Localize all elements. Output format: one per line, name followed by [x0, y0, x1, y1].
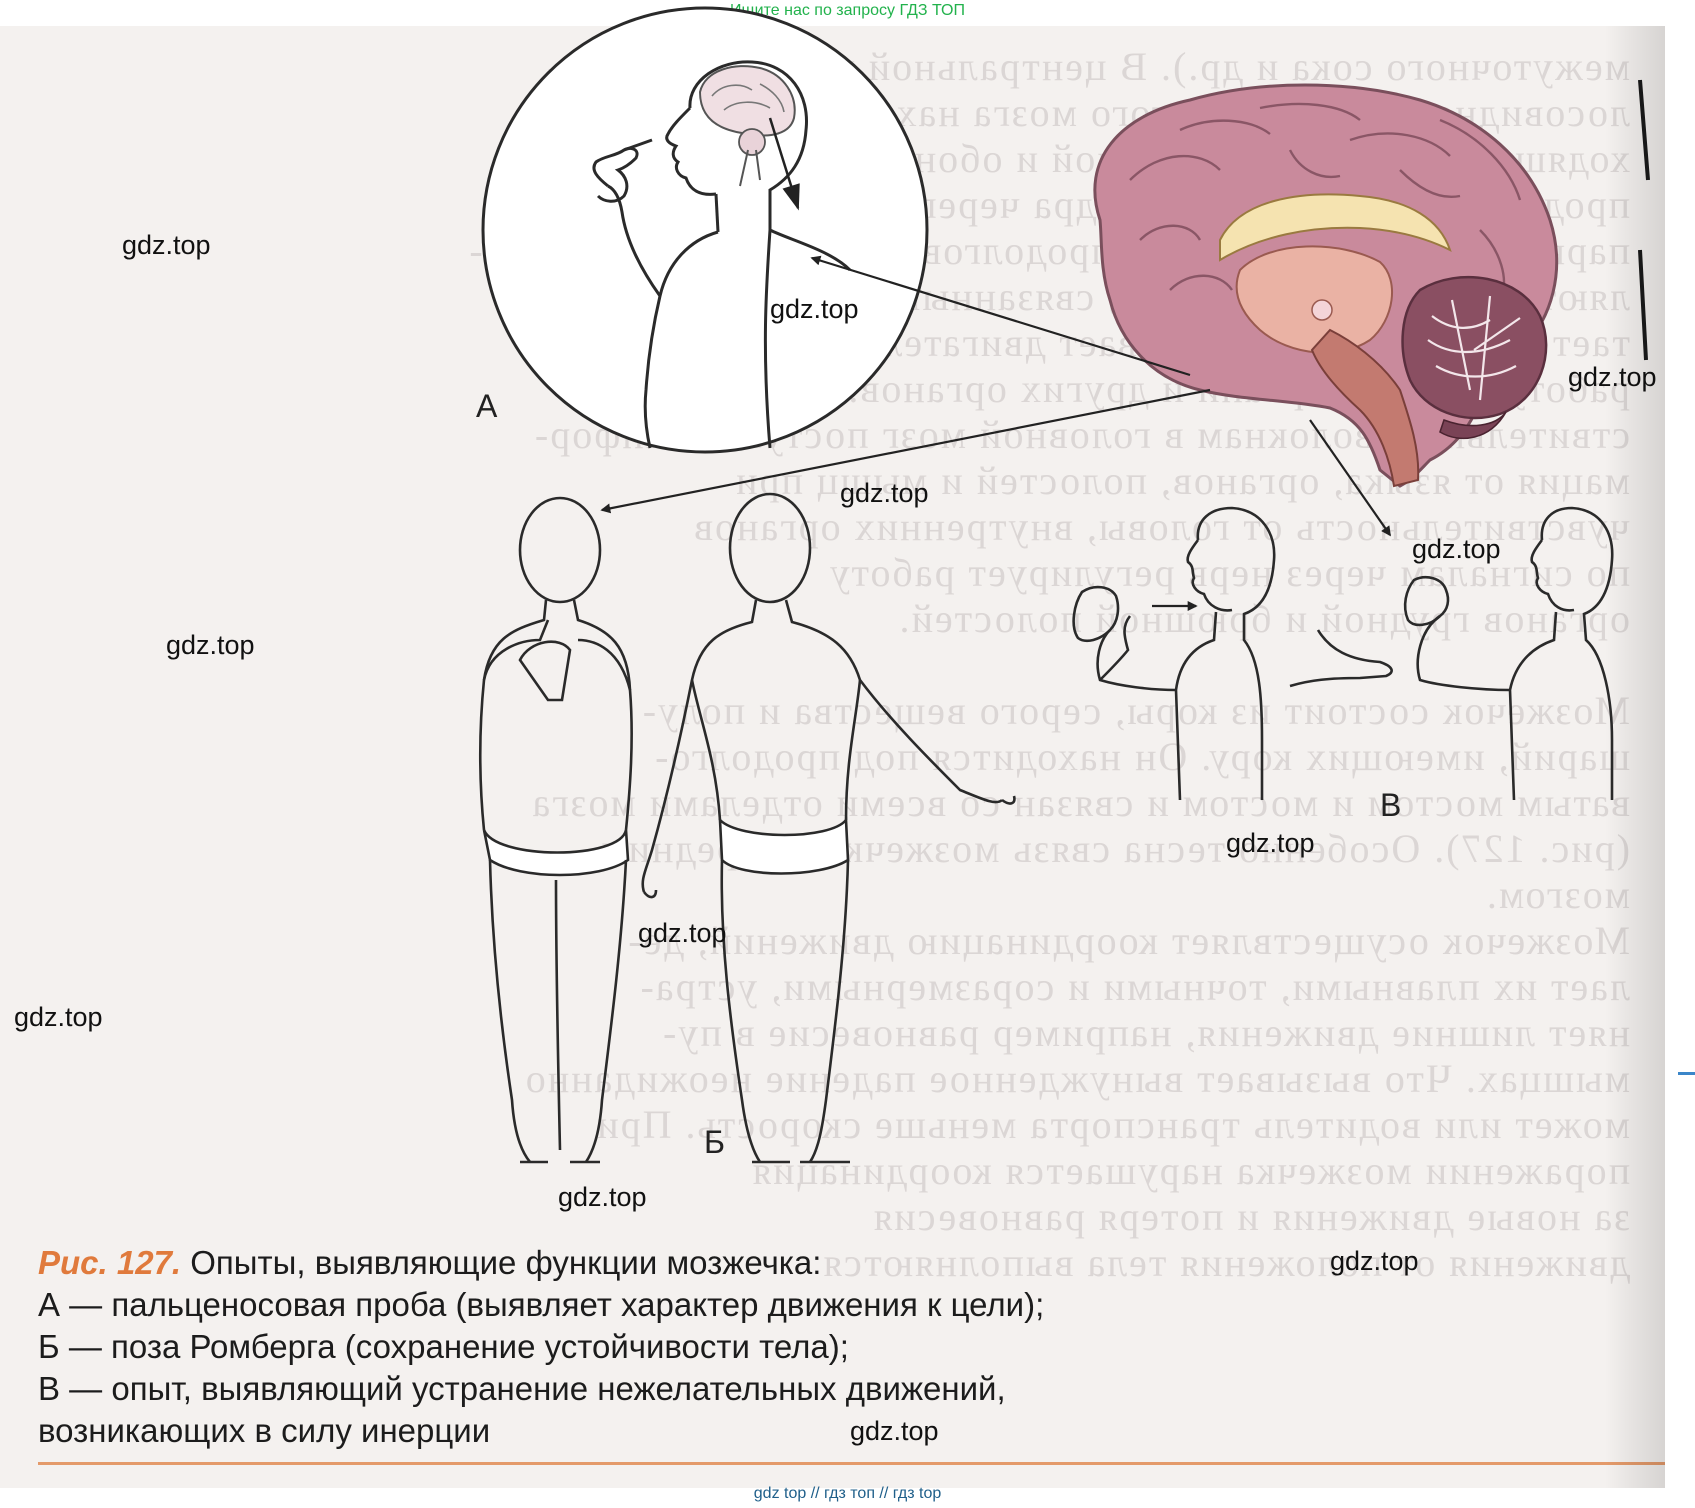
watermark: gdz.top: [14, 1002, 103, 1032]
panel-label-b: Б: [704, 1124, 725, 1160]
watermark: gdz.top: [1226, 828, 1315, 858]
inertia-test-figure-2: [1403, 506, 1614, 801]
watermark: gdz.top: [166, 630, 255, 660]
watermark: gdz.top: [1568, 362, 1657, 392]
panel-label-v: В: [1380, 787, 1402, 823]
inertia-test-figure-1: [1072, 506, 1393, 801]
page-edge-marks: [1638, 79, 1650, 361]
watermark: gdz.top: [1412, 534, 1501, 564]
page-edge-tick: [1678, 1072, 1695, 1075]
panel-label-a: А: [476, 388, 498, 424]
figure-caption: Рис. 127. Опыты, выявляющие функции мозж…: [38, 1242, 1418, 1452]
arrow-to-panel-b: [600, 388, 1211, 514]
caption-line-v2: возникающих в силу инерции: [38, 1412, 491, 1449]
romberg-back-figure: [641, 492, 1016, 1164]
watermark: gdz.top: [770, 294, 859, 324]
caption-title: Опыты, выявляющие функции мозжечка:: [181, 1244, 822, 1281]
caption-line-v1: В — опыт, выявляющий устранение нежелате…: [38, 1370, 1006, 1407]
watermark: gdz.top: [122, 230, 211, 260]
bottom-links[interactable]: gdz top // гдз топ // гдз top: [753, 1485, 942, 1502]
brain-sagittal-section: [1093, 83, 1559, 488]
caption-line-a: А — пальценосовая проба (выявляет характ…: [38, 1286, 1045, 1323]
finger-nose-test-circle: [481, 6, 929, 454]
page-spine-shadow: [1605, 26, 1665, 1488]
page-right-margin: [1665, 26, 1695, 1488]
romberg-front-figure: [478, 496, 633, 1164]
arrow-to-panel-v: [1309, 419, 1391, 537]
watermark: gdz.top: [840, 478, 929, 508]
watermark: gdz.top: [1330, 1246, 1419, 1276]
watermark: gdz.top: [558, 1182, 647, 1212]
arrow-to-panel-a: [810, 255, 1191, 377]
watermark: gdz.top: [638, 918, 727, 948]
figure-number: Рис. 127.: [38, 1244, 182, 1281]
watermark: gdz.top: [850, 1416, 939, 1446]
caption-line-b: Б — поза Ромберга (сохранение устойчивос…: [38, 1328, 849, 1365]
top-search-link[interactable]: Ищите нас по запросу ГДЗ ТОП: [730, 2, 965, 19]
caption-divider: [38, 1462, 1665, 1465]
